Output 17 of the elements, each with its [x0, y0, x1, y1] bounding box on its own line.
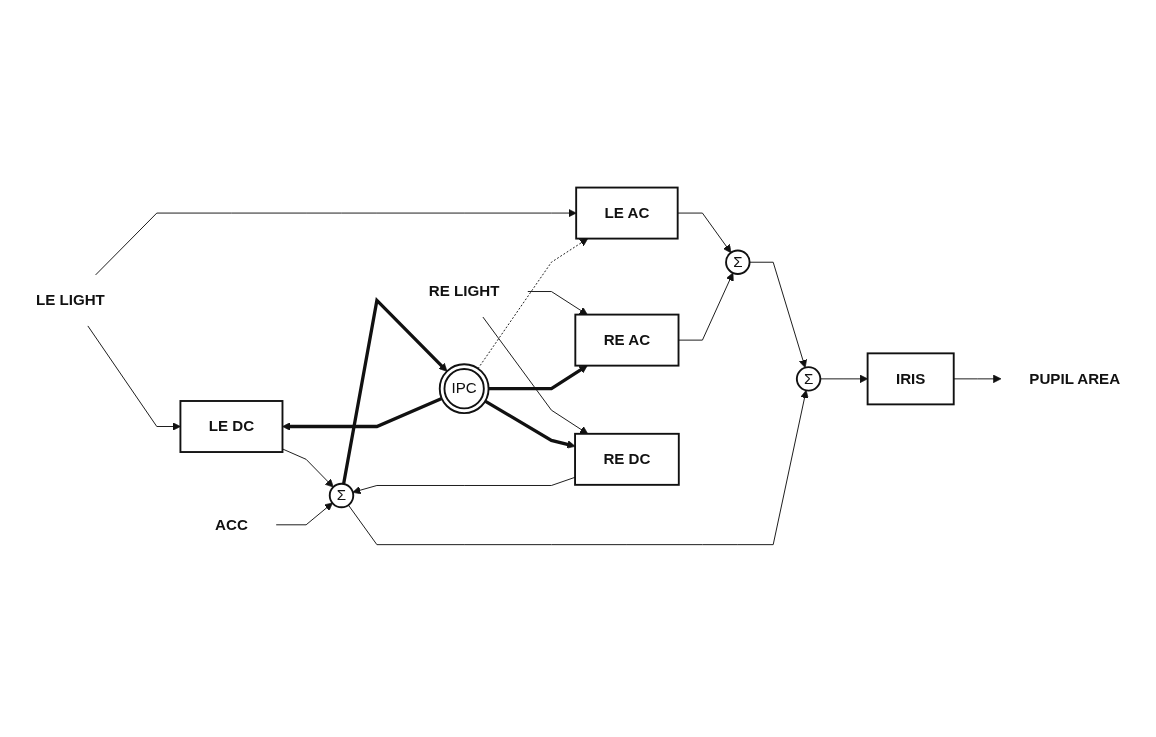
- node-box: RE DC: [574, 432, 680, 486]
- node-text: PUPIL AREA: [1029, 369, 1121, 386]
- node-text: RE LIGHT: [428, 282, 500, 299]
- node-circle: Σ: [725, 249, 751, 275]
- node-text: LE LIGHT: [35, 291, 105, 308]
- node-circle: Σ: [328, 482, 355, 508]
- node-box: LE AC: [575, 186, 679, 240]
- node-circle: IPC: [438, 362, 490, 414]
- node-box: IRIS: [866, 351, 955, 405]
- arrow: [282, 396, 443, 431]
- node-box: LE DC: [179, 399, 284, 453]
- arrow: [341, 296, 448, 484]
- arrow: [488, 364, 588, 390]
- arrow: [484, 399, 576, 449]
- node-circle: Σ: [795, 365, 822, 392]
- node-box: RE AC: [574, 313, 680, 367]
- node-text: ACC: [215, 515, 248, 532]
